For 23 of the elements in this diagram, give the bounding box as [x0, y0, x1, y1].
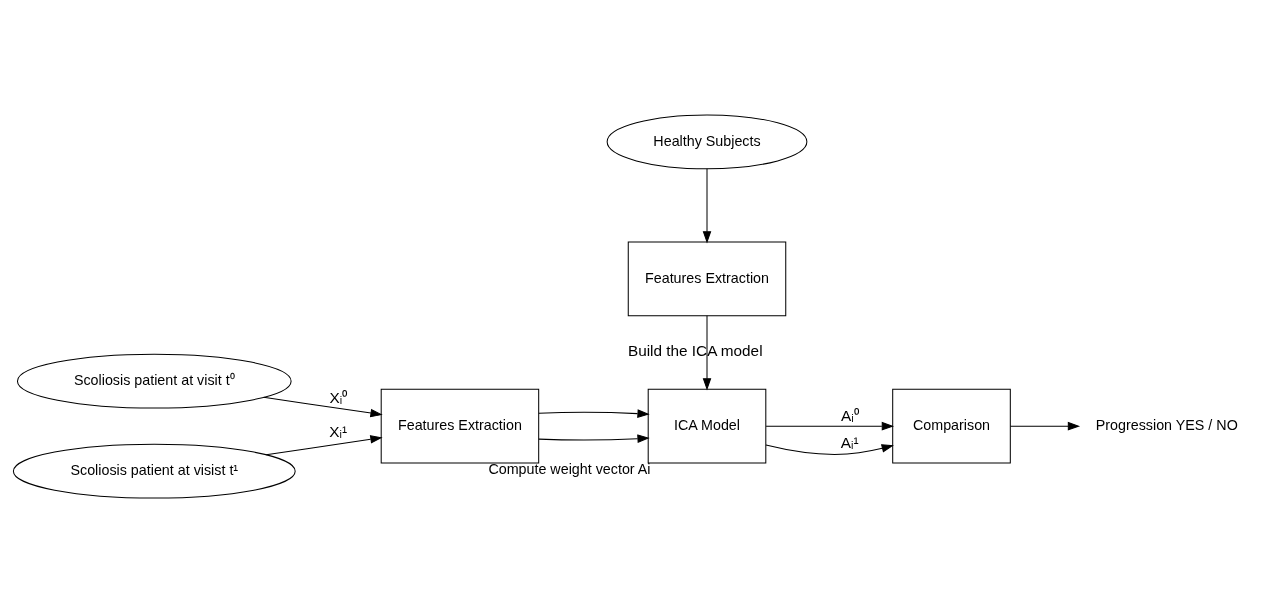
- arrow: [1010, 421, 1081, 430]
- node-label: Compute weight vector Ai: [488, 460, 651, 477]
- node-box: Features Extraction: [380, 388, 540, 463]
- arrow: [765, 421, 894, 430]
- node-box: Features Extraction: [627, 241, 787, 316]
- arrow: [538, 433, 650, 443]
- arrow: [702, 314, 712, 391]
- arrow: [702, 167, 712, 243]
- edge-label: Aᵢ¹: [840, 433, 859, 451]
- edge-label: Aᵢ⁰: [840, 406, 859, 424]
- node-text: Progression YES / NO: [1095, 416, 1238, 433]
- arrow: [265, 434, 383, 455]
- arrow: [538, 408, 650, 418]
- node-box: Comparison: [892, 388, 1011, 463]
- node-ellipse: Scoliosis patient at visist t¹: [12, 443, 296, 499]
- edge-label: Xᵢ⁰: [329, 388, 348, 406]
- node-ellipse: Healthy Subjects: [606, 113, 808, 169]
- edge-label: Xᵢ¹: [329, 422, 348, 440]
- node-ellipse: Scoliosis patient at visit t⁰: [16, 353, 292, 409]
- edge-label: Build the ICA model: [627, 341, 763, 359]
- arrow: [765, 443, 894, 455]
- node-box: ICA Model: [647, 388, 767, 463]
- arrow: [263, 396, 383, 417]
